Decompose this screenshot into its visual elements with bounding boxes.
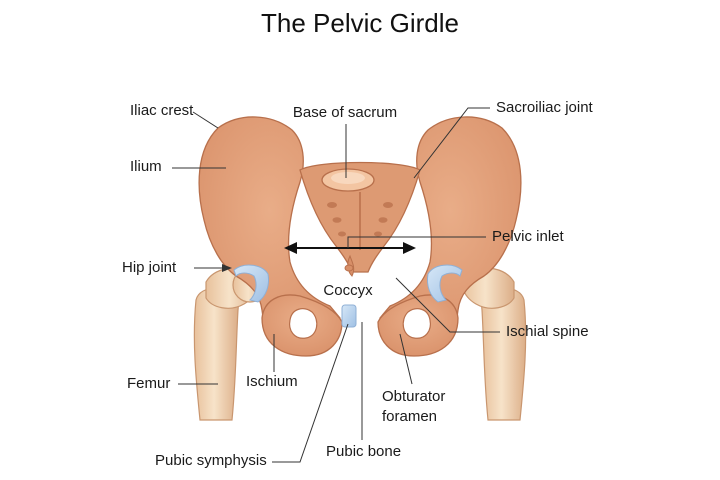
leader-lines [172,107,500,463]
leader-sacroiliac-joint [413,107,490,179]
label-ischium: Ischium [246,373,298,390]
label-coccyx: Coccyx [323,282,373,299]
label-pelvic-inlet: Pelvic inlet [492,228,564,245]
leader-ischial-spine [395,277,500,333]
leader-pubic-symphysis [272,323,349,463]
label-base-of-sacrum: Base of sacrum [292,104,398,121]
leader-pelvic-inlet [347,236,486,248]
label-iliac-crest: Iliac crest [130,102,194,119]
label-hip-joint: Hip joint [122,259,177,276]
pelvis-bone [198,116,522,357]
label-femur: Femur [127,375,171,392]
label-obturator-foramen-line2: foramen [382,408,438,425]
label-ilium: Ilium [130,158,162,175]
diagram-title: The Pelvic Girdle [261,8,459,38]
leader-iliac-crest [192,111,219,129]
hip-joint-pointer [194,264,232,272]
label-obturator-foramen-line1: Obturator [382,388,446,405]
leader-obturator-foramen [399,333,413,385]
label-pubic-bone: Pubic bone [326,443,402,460]
pelvic-inlet-arrow [284,242,416,254]
left-hip-cartilage [233,264,269,303]
label-sacroiliac-joint: Sacroiliac joint [496,99,593,116]
right-hip-cartilage [427,264,463,303]
label-pubic-symphysis: Pubic symphysis [155,452,267,469]
label-ischial-spine: Ischial spine [506,323,589,340]
